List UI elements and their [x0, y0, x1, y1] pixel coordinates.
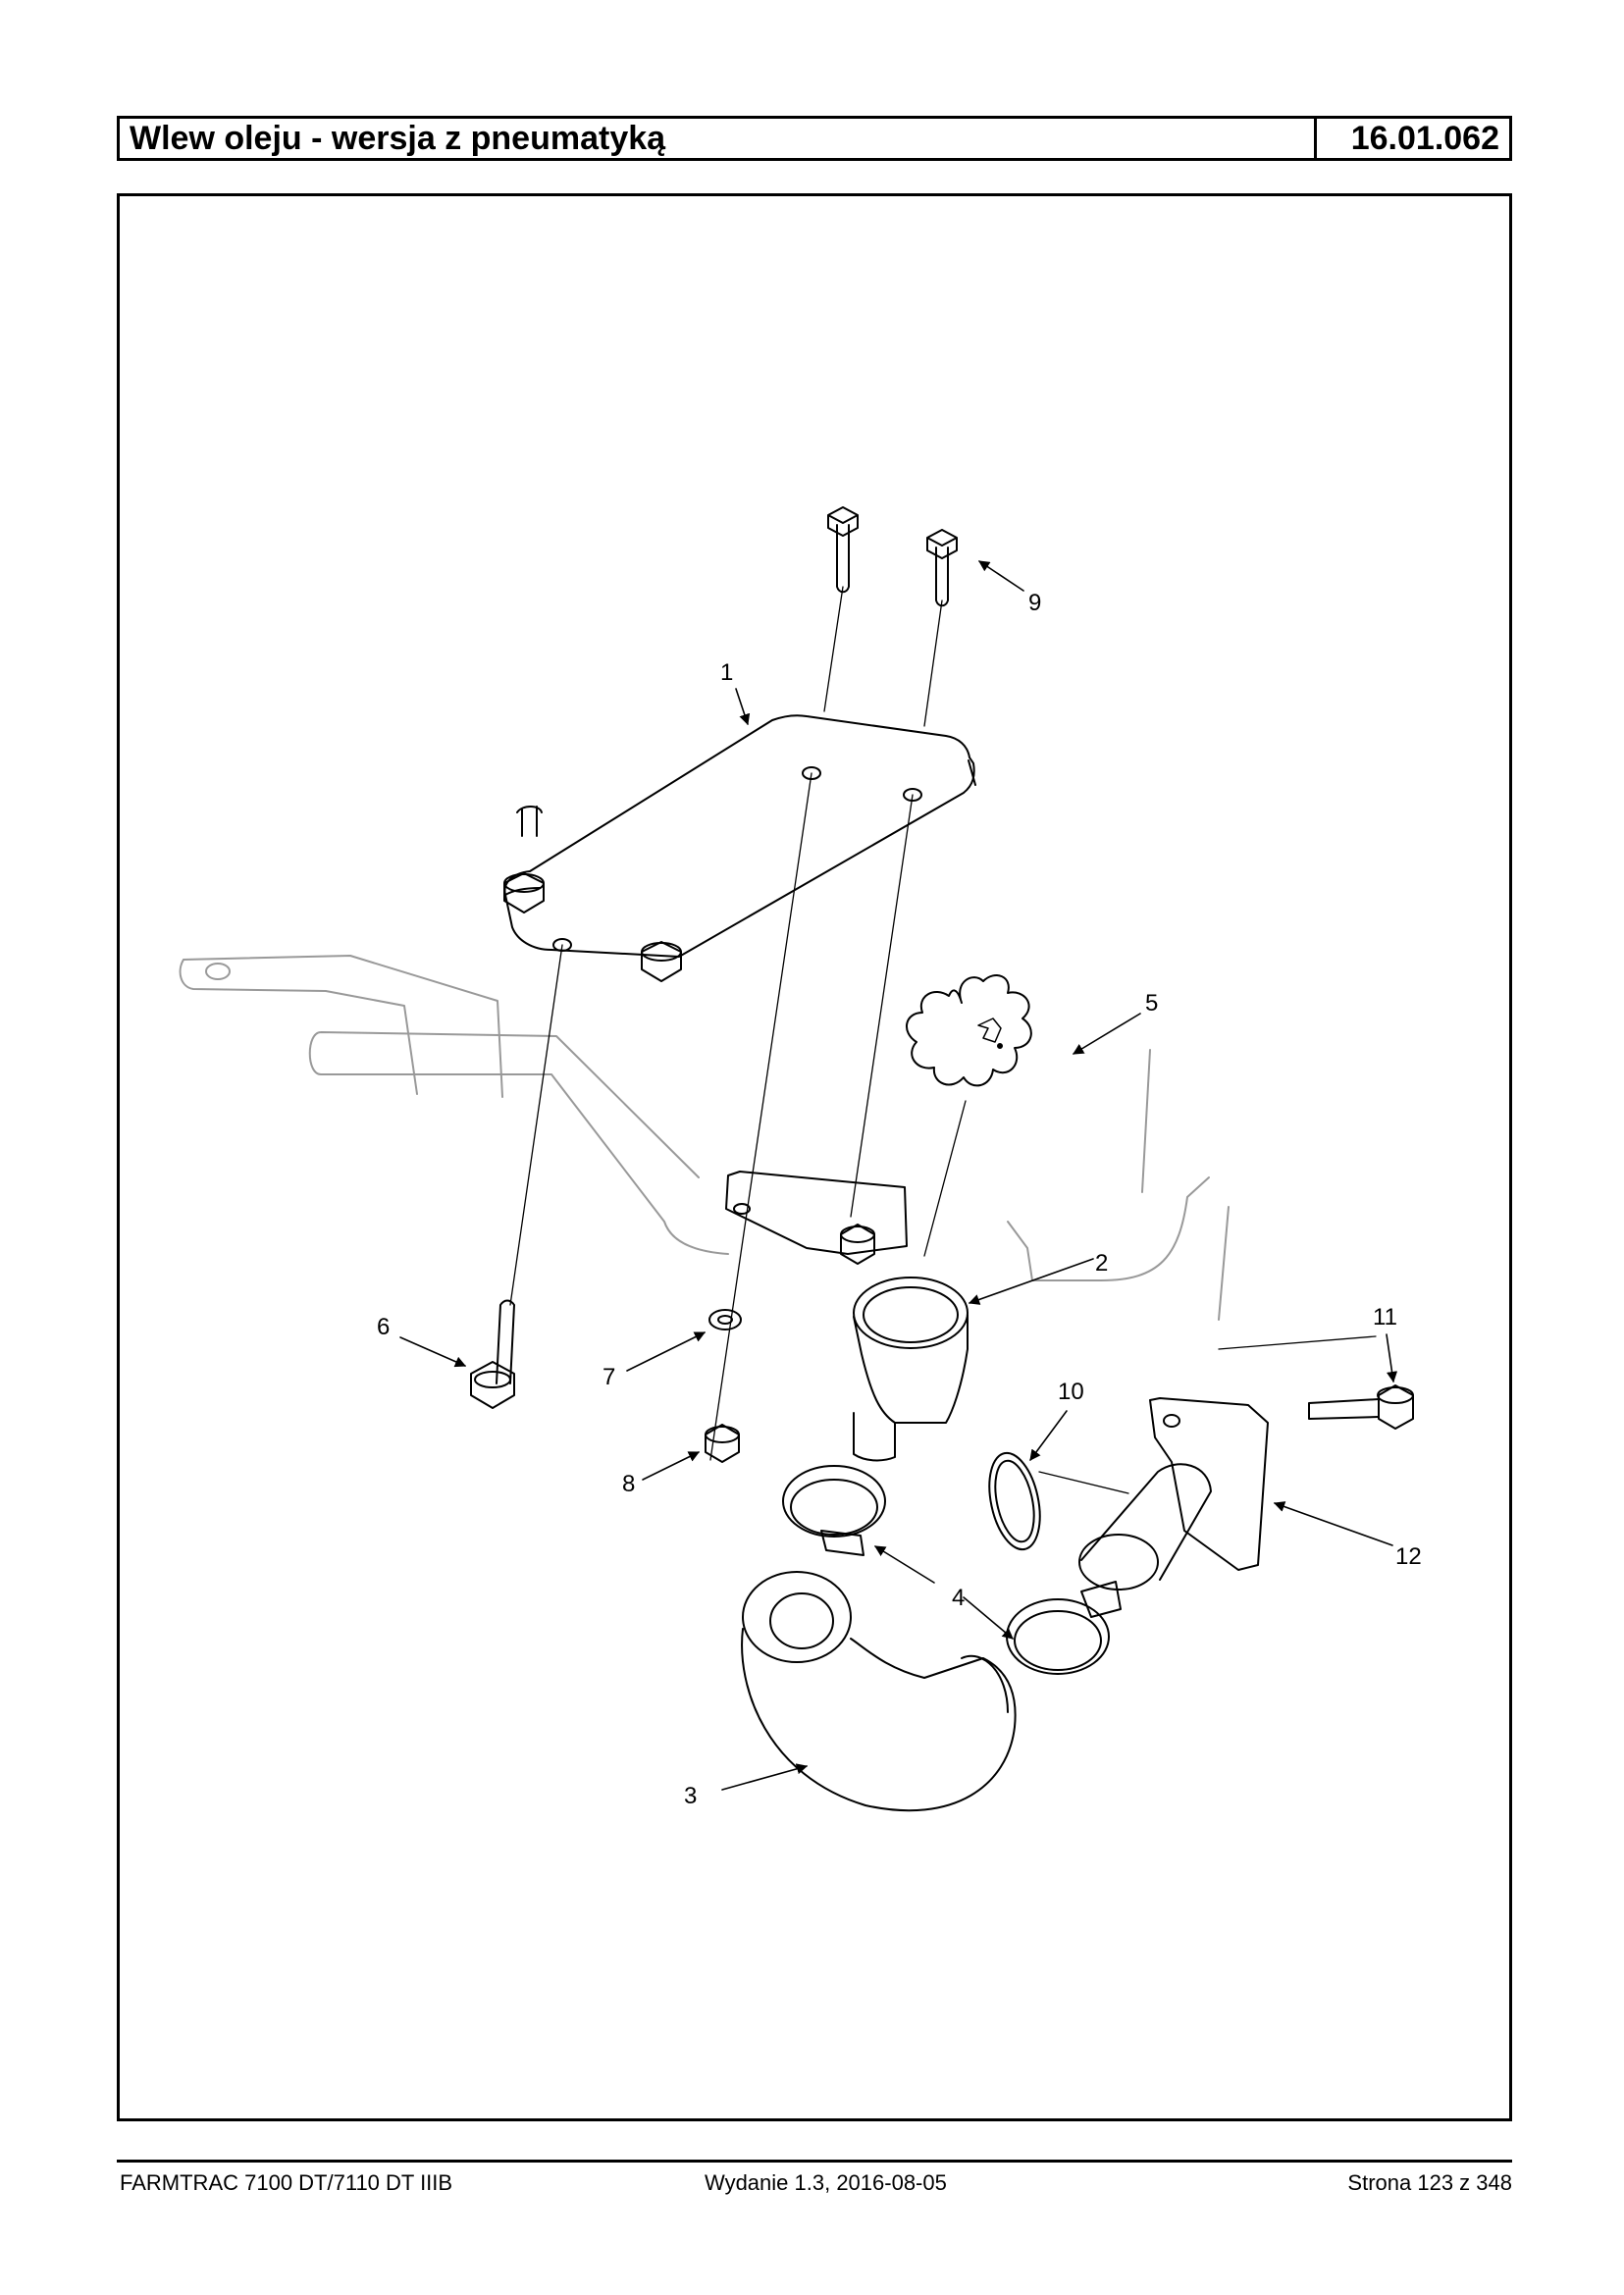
callout-11: 11	[1373, 1304, 1397, 1330]
part-1-bracket	[503, 714, 976, 982]
callout-6: 6	[377, 1314, 390, 1340]
callout-9: 9	[1028, 590, 1041, 616]
page-title: Wlew oleju - wersja z pneumatyką	[120, 119, 1317, 158]
exploded-diagram-frame: 1 2 3 4 5 6 7 8 9 10 11 12	[117, 193, 1512, 2121]
footer-divider	[117, 2160, 1512, 2163]
part-6-bolt	[470, 1299, 515, 1409]
callout-10: 10	[1058, 1379, 1084, 1405]
tractor-frame-outline	[179, 955, 1230, 1321]
callout-2: 2	[1095, 1250, 1108, 1277]
assembly-lines	[509, 586, 1377, 1494]
part-7-washer	[708, 1309, 742, 1330]
callout-4: 4	[952, 1585, 965, 1611]
section-code: 16.01.062	[1350, 120, 1499, 157]
part-3-hose	[741, 1571, 1017, 1812]
exploded-parts-diagram: 1 2 3 4 5 6 7 8 9 10 11 12	[179, 506, 1422, 1812]
footer-model: FARMTRAC 7100 DT/7110 DT IIIB	[120, 2170, 453, 2195]
part-10-oring	[988, 1451, 1041, 1551]
part-9-bolts	[827, 506, 958, 607]
part-8-nut	[705, 1424, 740, 1463]
part-4-clamps	[782, 1465, 1122, 1675]
callout-8: 8	[622, 1471, 635, 1497]
callout-12: 12	[1395, 1543, 1422, 1570]
leader-lines	[399, 560, 1398, 1791]
footer-page-number: Strona 123 z 348	[1347, 2170, 1512, 2195]
part-11-bolt	[1308, 1384, 1414, 1430]
part-12-elbow	[1078, 1397, 1269, 1591]
footer-edition: Wydanie 1.3, 2016-08-05	[705, 2170, 947, 2195]
cap-assembly-line	[923, 1100, 967, 1257]
callout-1: 1	[720, 659, 733, 686]
part-5-filler-cap	[906, 974, 1032, 1087]
callout-3: 3	[684, 1783, 697, 1809]
callout-5: 5	[1145, 990, 1158, 1017]
page-header: Wlew oleju - wersja z pneumatyką 16.01.0…	[117, 116, 1512, 161]
callout-7: 7	[602, 1364, 615, 1390]
callout-labels: 1 2 3 4 5 6 7 8 9 10 11 12	[377, 590, 1422, 1809]
part-2-filler-neck	[725, 1171, 969, 1462]
